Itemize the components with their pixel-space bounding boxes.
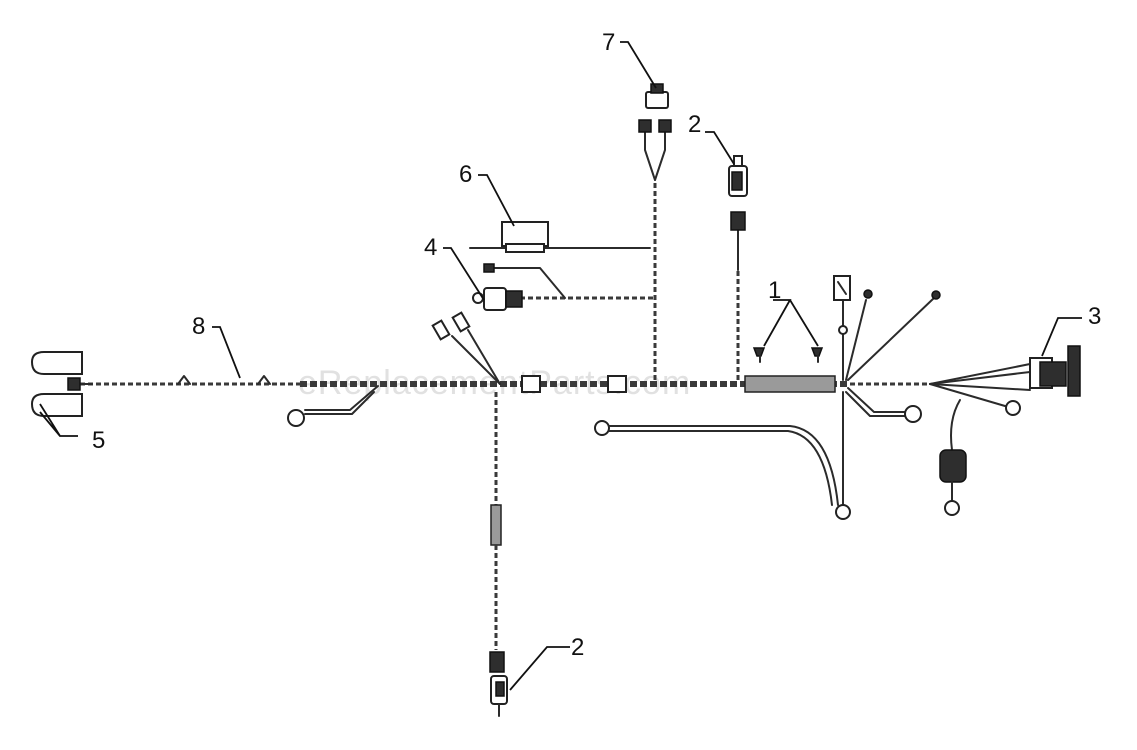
terminal-connector <box>67 377 81 391</box>
inline-tap-2 <box>257 375 271 385</box>
clip-right <box>810 347 824 357</box>
upper-plug-cap <box>730 211 746 231</box>
clips-1 <box>752 347 824 363</box>
switch-7-body <box>645 91 669 109</box>
leader-4 <box>443 247 485 301</box>
switch-4-cap <box>505 290 523 308</box>
upper-branch-2 <box>728 155 748 380</box>
callout-4: 4 <box>424 234 437 261</box>
callout-leaders <box>39 41 1082 691</box>
spade-connectors <box>431 311 501 385</box>
plug-pin-right <box>658 119 672 133</box>
ring-terminal-far-right <box>1005 400 1021 416</box>
ring-terminal-left <box>287 409 305 427</box>
leader-3 <box>1041 317 1082 357</box>
trunk-conduit <box>744 375 836 393</box>
leader-6 <box>478 174 515 227</box>
terminal-boot-upper <box>30 351 83 375</box>
lamp-socket <box>939 449 967 483</box>
switch-4-body <box>483 287 507 311</box>
callout-5: 5 <box>92 427 105 454</box>
spade-connector-2 <box>451 311 471 333</box>
module-6-body <box>501 221 549 247</box>
upper-branch-7 <box>638 83 672 380</box>
callout-7: 7 <box>602 29 615 56</box>
lead-end-2 <box>931 290 941 300</box>
spade-connector-1 <box>431 319 451 341</box>
callout-6: 6 <box>459 161 472 188</box>
leader-1-left <box>763 299 792 347</box>
connector-3-housing <box>1039 361 1067 387</box>
callout-2-bottom: 2 <box>571 634 584 661</box>
ring-terminal-right <box>904 405 922 423</box>
lower-right-lead <box>835 387 922 520</box>
module-6 <box>469 221 651 253</box>
lower-branch-sleeve <box>490 504 502 546</box>
ring-terminal-lower-right <box>835 504 851 520</box>
lead-end-1 <box>863 289 873 299</box>
inline-tap-1 <box>177 375 191 385</box>
clip-left <box>752 347 766 357</box>
connector-3-flange <box>1067 345 1081 397</box>
leader-8 <box>212 326 241 379</box>
leader-7 <box>620 41 657 89</box>
battery-terminals <box>30 351 93 417</box>
upper-sensor-tip <box>733 155 743 167</box>
upper-sensor-core <box>731 171 743 191</box>
plug-pin-left <box>638 119 652 133</box>
lower-branch <box>489 392 508 717</box>
callout-1: 1 <box>768 277 781 304</box>
switch-4-lead-tip <box>483 263 495 273</box>
switch-7-top <box>650 83 664 94</box>
ground-cable-ring-left <box>594 420 610 436</box>
upper-right-fan <box>833 275 941 381</box>
module-6-base <box>505 243 545 253</box>
leader-2-top <box>705 131 735 165</box>
trunk-sleeve-right <box>607 375 627 393</box>
switch-4 <box>472 263 655 311</box>
callout-8: 8 <box>192 313 205 340</box>
leader-5 <box>39 403 78 437</box>
leader-2-bottom <box>509 646 570 691</box>
main-harness-trunk <box>80 375 930 393</box>
callout-2-top: 2 <box>688 111 701 138</box>
leader-1-right <box>789 299 819 347</box>
lower-plug-cap <box>489 651 505 673</box>
ground-wire-left <box>287 385 379 427</box>
lower-sensor-core <box>495 681 505 697</box>
lamp-ring-terminal <box>944 500 960 516</box>
trunk-sleeve-left <box>521 375 541 393</box>
right-end-connector <box>929 345 1081 516</box>
ground-cable <box>594 420 839 506</box>
callout-3: 3 <box>1088 303 1101 330</box>
inline-fuse <box>838 325 848 335</box>
